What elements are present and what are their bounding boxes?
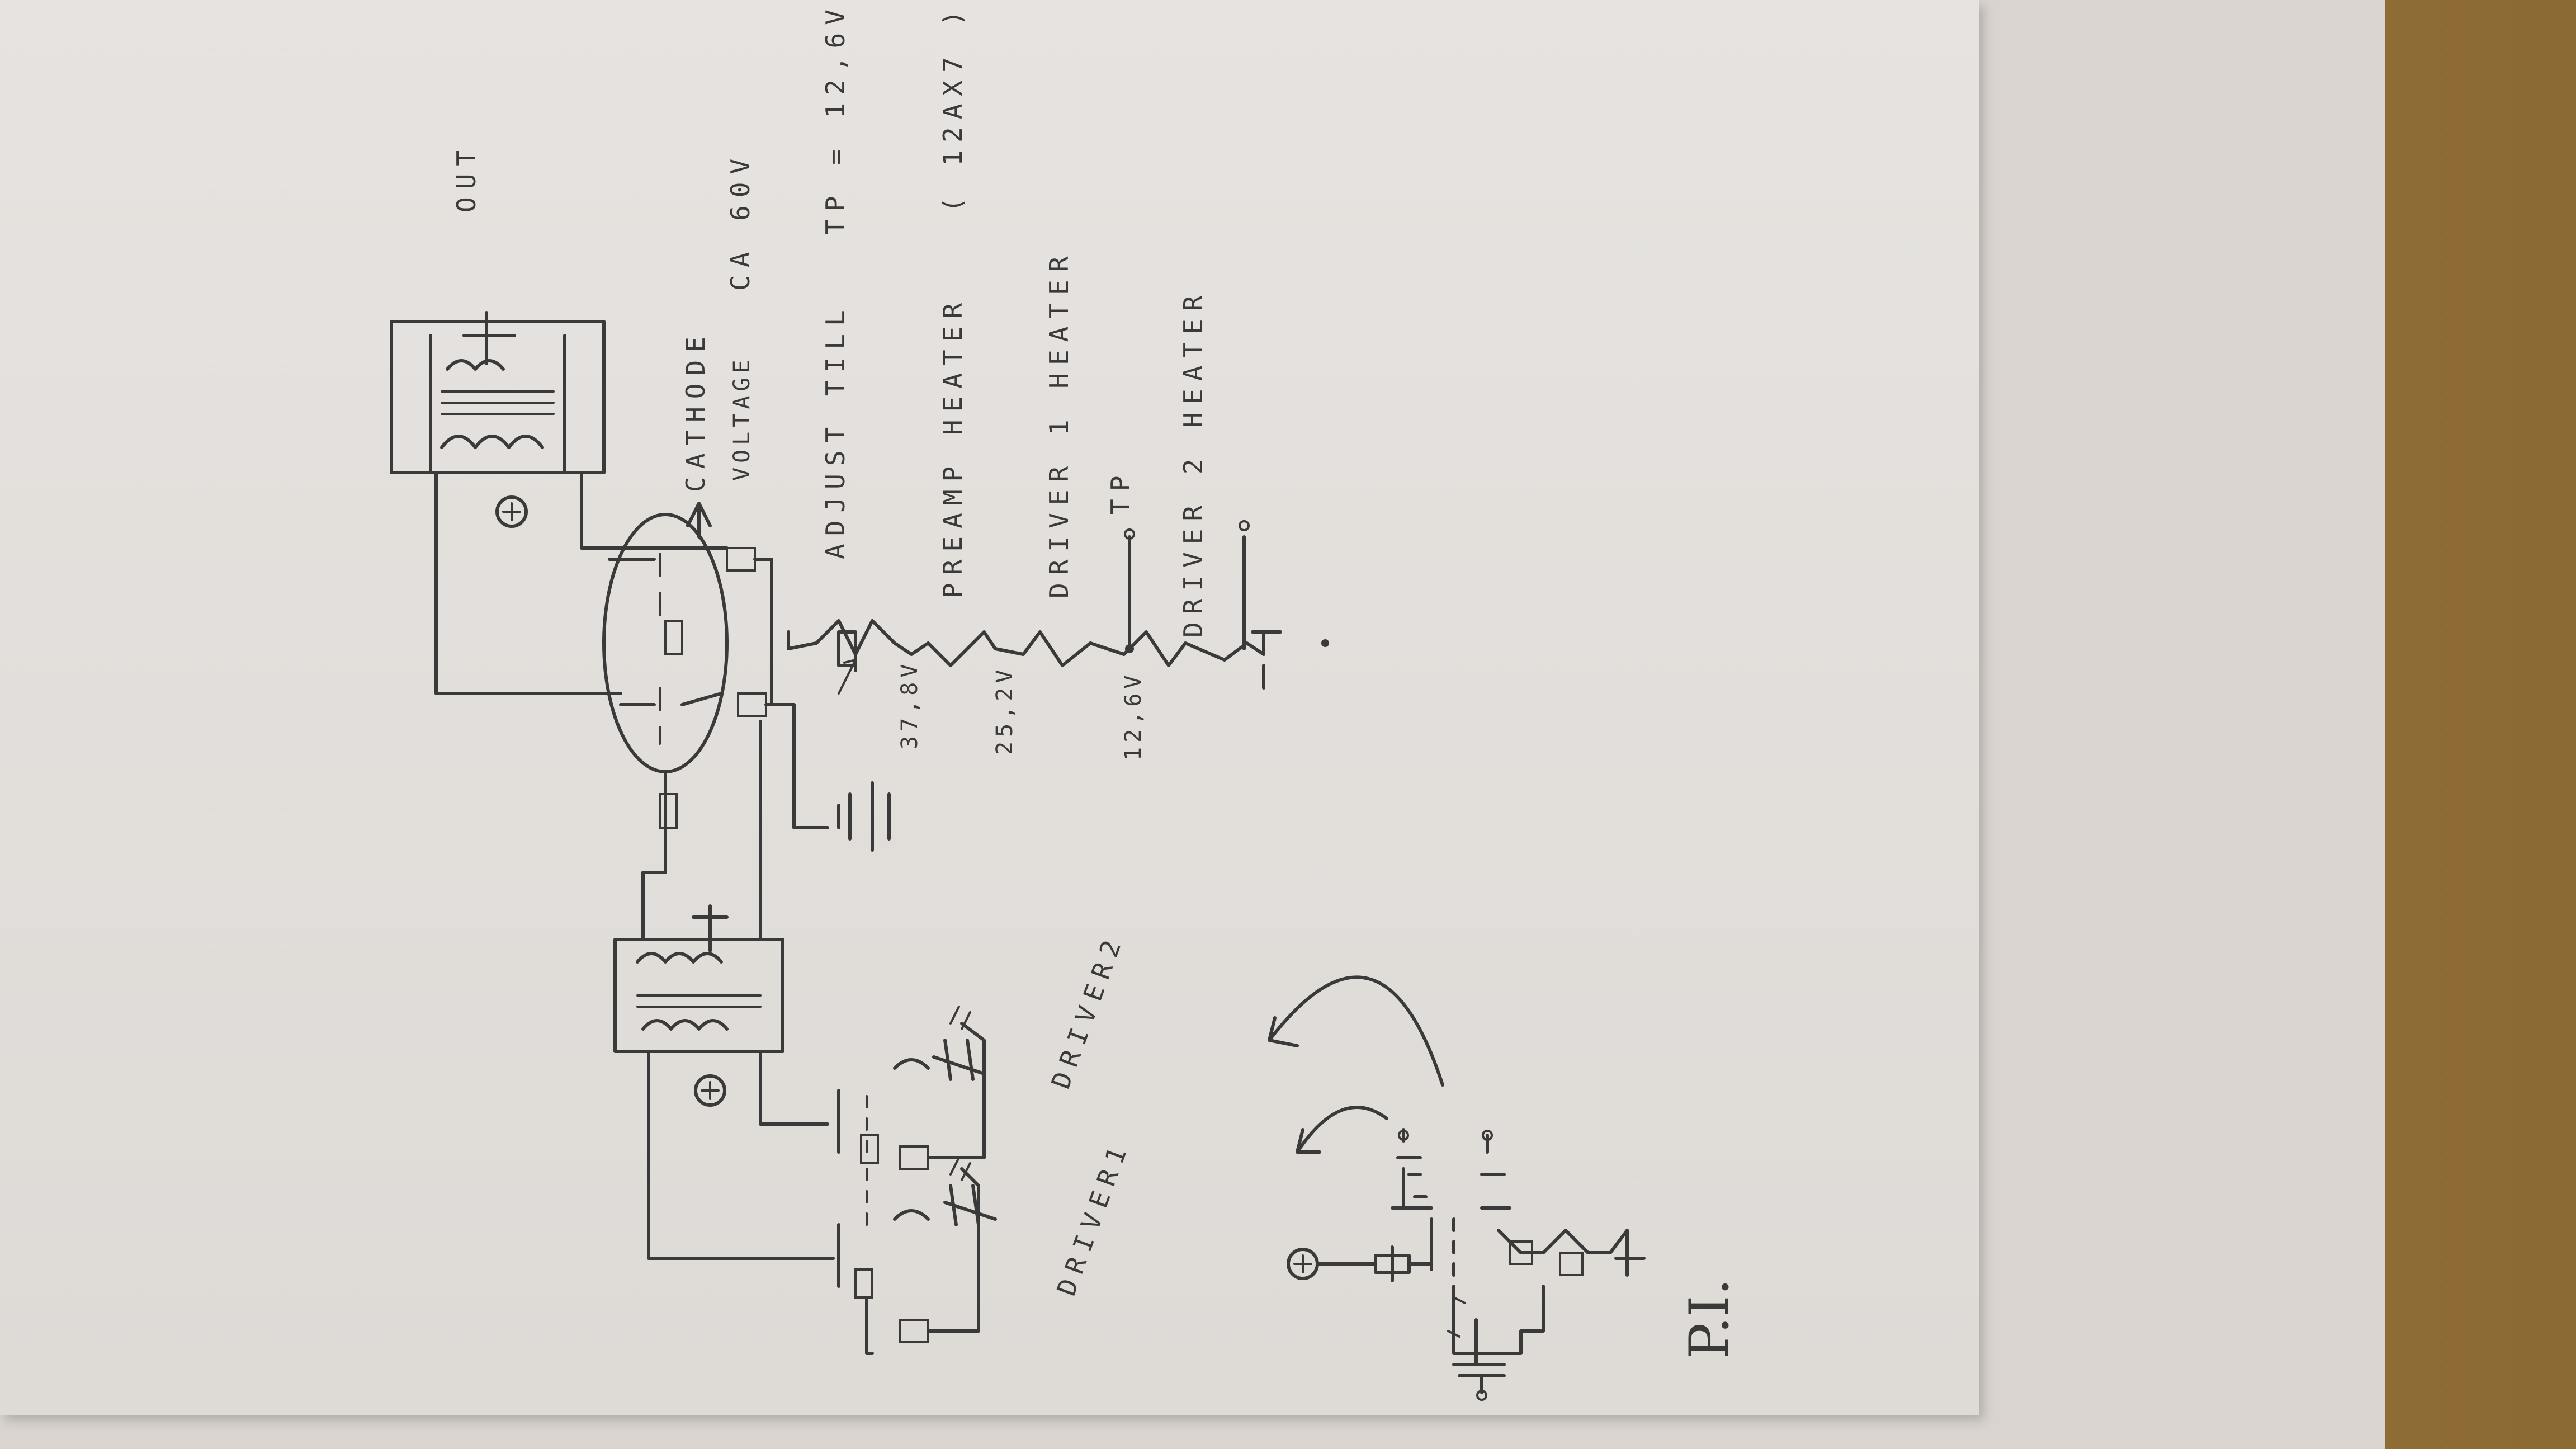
driver1-heater-label: DRIVER 1 HEATER (1044, 249, 1074, 598)
ca-60v-label: CA 60V (725, 151, 755, 291)
cathode-label: CATHODE (680, 329, 711, 492)
label-driver1: DRIVER1 (1051, 1136, 1136, 1300)
driver2-label: DRIVER2 (1046, 929, 1130, 1093)
phase-inverter (1268, 975, 1646, 1401)
label-pi: P.I. (1678, 1278, 1741, 1359)
v-25-2-label: 25,2V (992, 665, 1018, 755)
label-voltage: VOLTAGE (729, 355, 755, 481)
out-label: OUT (451, 143, 481, 213)
preamp-heater-label: PREAMP HEATER (938, 295, 968, 598)
stray-dot (1321, 639, 1329, 647)
tp-value-label: TP = 12,6V (820, 2, 850, 235)
paper-sheet (0, 0, 1979, 1415)
label-adjust: ADJUST TILL (820, 303, 850, 559)
heater-chain (787, 520, 1282, 695)
v-12-6-label: 12,6V (1121, 671, 1146, 761)
label-cathode: CATHODE (680, 329, 711, 492)
label-driver2-heater: DRIVER 2 HEATER (1178, 288, 1208, 638)
driver2-heater-label: DRIVER 2 HEATER (1178, 288, 1208, 638)
output-tubes (434, 471, 891, 852)
tp-label: TP (1105, 468, 1136, 515)
tube-type-label: ( 12AX7 ) (938, 3, 968, 213)
label-tp: TP (1105, 468, 1136, 515)
voltage-label: VOLTAGE (729, 355, 755, 481)
label-preamp-heater: PREAMP HEATER (938, 295, 968, 598)
label-25-2v: 25,2V (992, 665, 1018, 755)
label-37-8v: 37,8V (897, 660, 923, 749)
label-tp-value: TP = 12,6V (820, 2, 850, 235)
output-transformer (390, 311, 606, 528)
label-driver2: DRIVER2 (1046, 929, 1130, 1093)
label-tube-type: ( 12AX7 ) (938, 3, 968, 213)
v-37-8-label: 37,8V (897, 660, 923, 749)
driver-tubes (647, 1006, 997, 1355)
label-driver1-heater: DRIVER 1 HEATER (1044, 249, 1074, 598)
cathode-arrow (686, 502, 712, 539)
label-12-6v: 12,6V (1121, 671, 1146, 761)
pi-label: P.I. (1678, 1278, 1741, 1359)
label-ca60v: CA 60V (725, 151, 755, 291)
driver-transformer (613, 720, 784, 1107)
driver1-label: DRIVER1 (1051, 1136, 1136, 1300)
adjust-label: ADJUST TILL (820, 303, 850, 559)
label-out: OUT (451, 143, 481, 213)
